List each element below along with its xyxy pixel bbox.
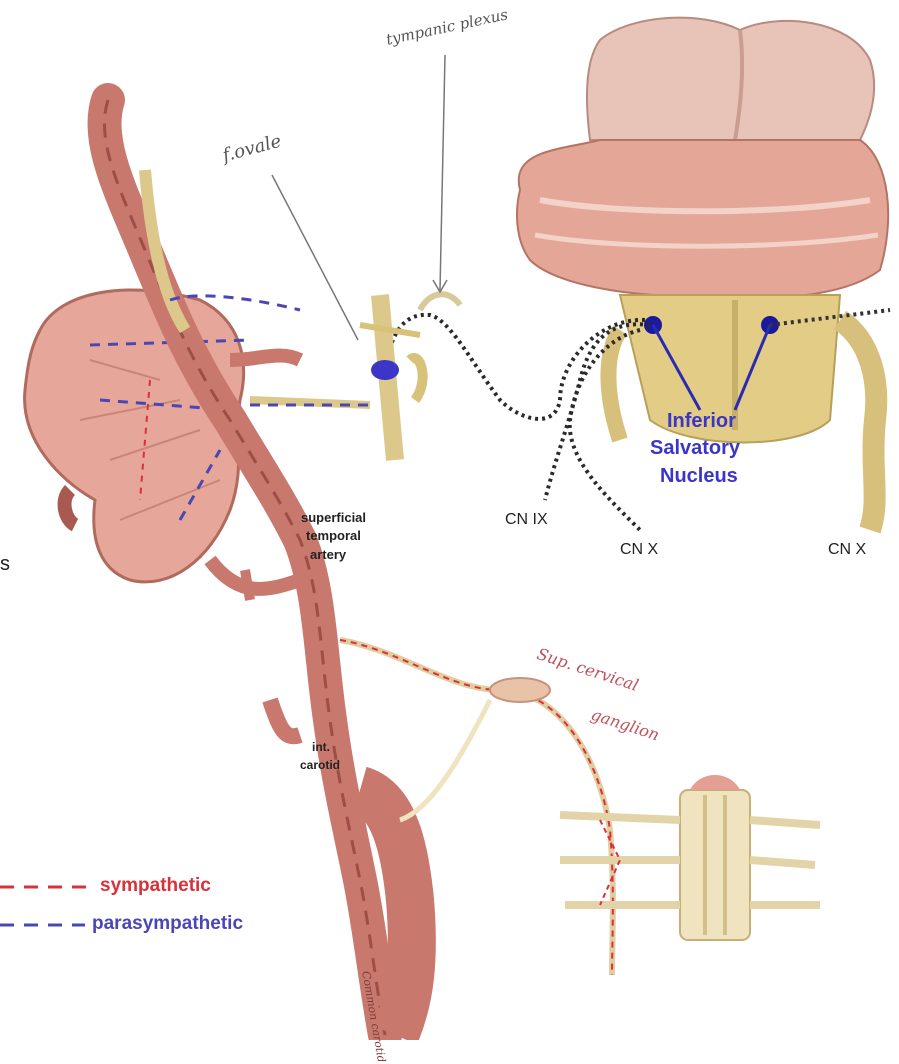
label-left-edge-letter: s	[0, 553, 10, 576]
label-int-carotid-2: carotid	[300, 758, 340, 772]
spinal-cord-segment	[560, 775, 820, 940]
label-superficial-temporal-3: artery	[310, 547, 346, 562]
label-cn-x-right: CN X	[828, 541, 899, 559]
legend-lines	[0, 887, 95, 925]
label-superficial-temporal-1: superficial	[301, 510, 366, 525]
legend-sympathetic: sympathetic	[100, 875, 211, 897]
label-cn-x: CN X	[620, 541, 658, 559]
label-int-carotid-1: int.	[312, 740, 330, 754]
label-cn-ix: CN IX	[505, 511, 548, 529]
label-superficial-temporal-2: temporal	[306, 528, 361, 543]
legend-parasympathetic: parasympathetic	[92, 913, 243, 935]
label-pointers	[272, 55, 447, 340]
label-nucleus-line3: Nucleus	[660, 465, 738, 488]
parotid-gland	[25, 290, 250, 582]
label-nucleus-line2: Salvatory	[650, 437, 740, 460]
label-nucleus-line1: Inferior	[667, 410, 736, 433]
